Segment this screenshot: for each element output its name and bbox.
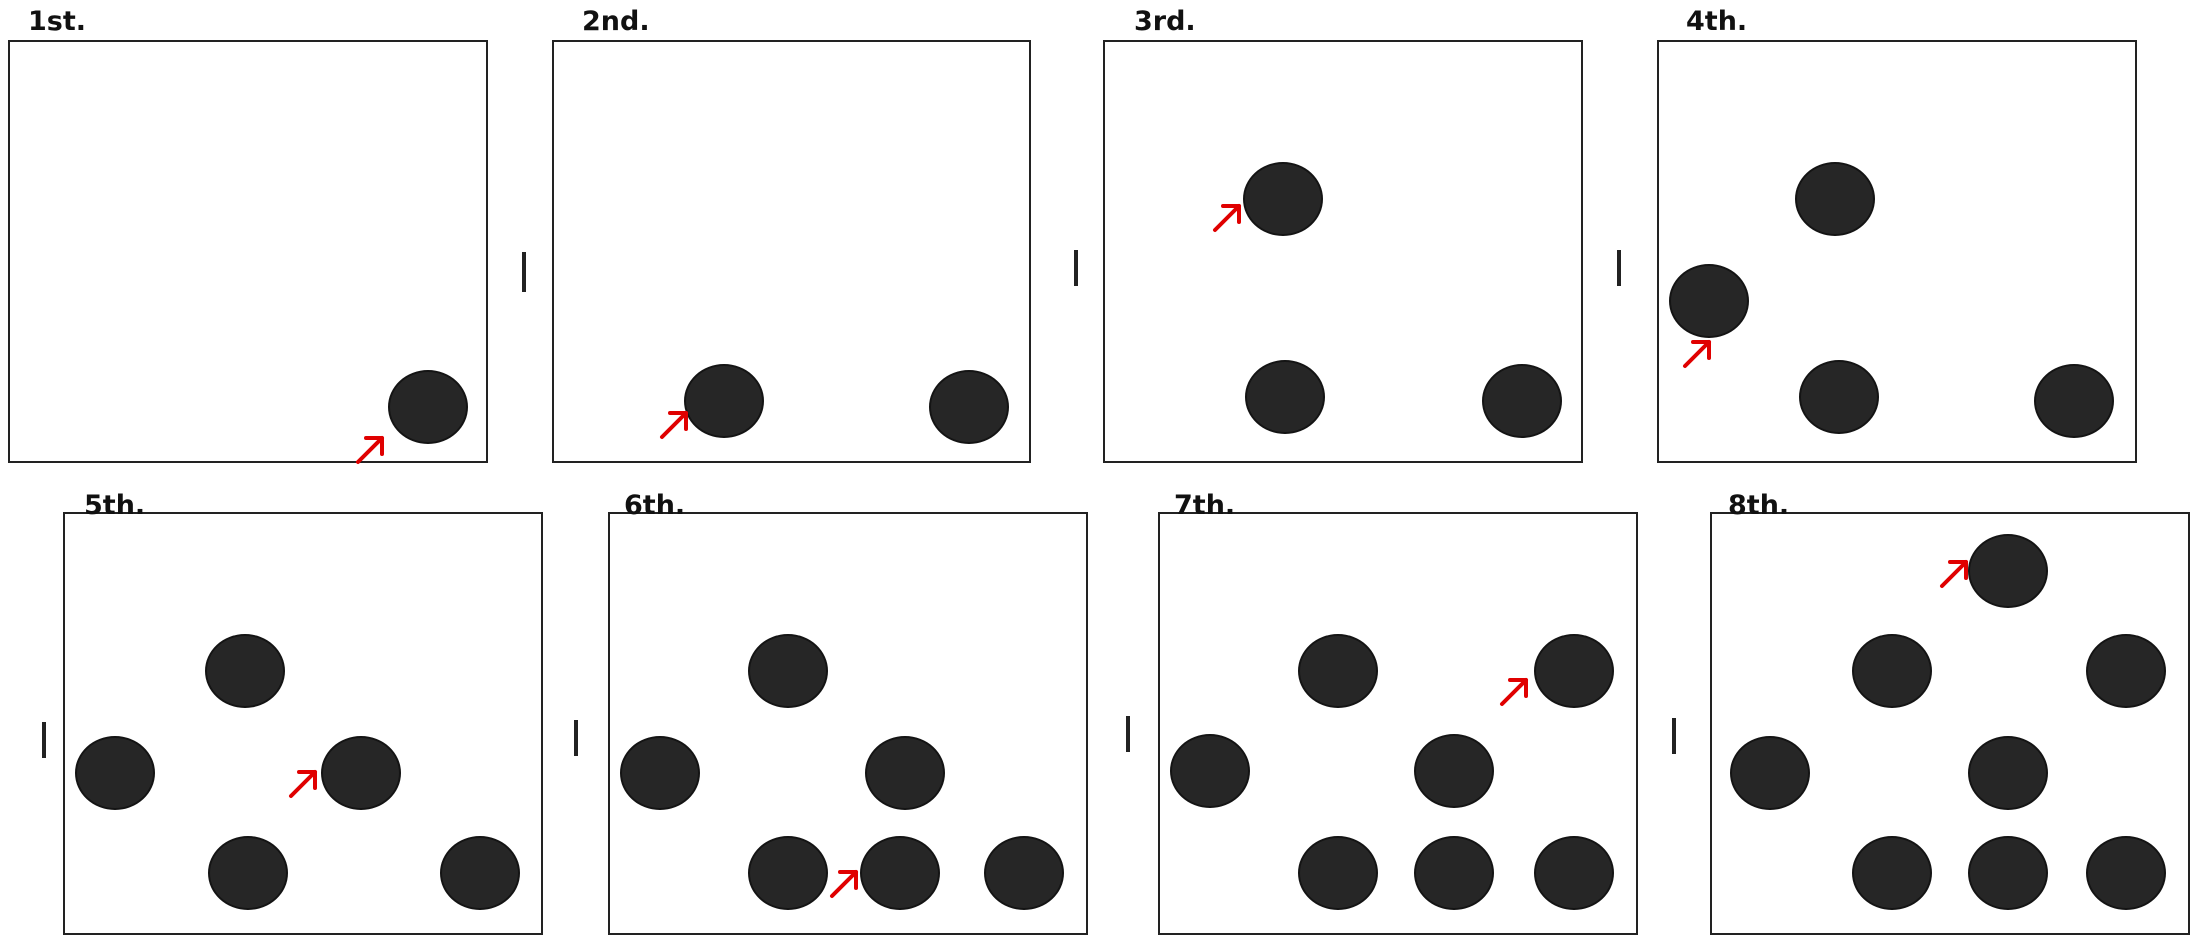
separator-1 bbox=[522, 252, 526, 292]
disc bbox=[1968, 736, 2048, 810]
disc bbox=[1534, 634, 1614, 708]
panel-label-3: 3rd. bbox=[1134, 6, 1196, 37]
disc bbox=[1534, 836, 1614, 910]
disc bbox=[1968, 836, 2048, 910]
disc bbox=[1730, 736, 1810, 810]
disc bbox=[1170, 734, 1250, 808]
separator-5 bbox=[574, 720, 578, 756]
disc bbox=[860, 836, 940, 910]
disc bbox=[984, 836, 1064, 910]
panel-4 bbox=[1657, 40, 2137, 463]
separator-2 bbox=[1074, 250, 1078, 286]
separator-3 bbox=[1617, 250, 1621, 286]
disc bbox=[1414, 734, 1494, 808]
red-arrow-icon bbox=[356, 436, 384, 464]
disc bbox=[748, 634, 828, 708]
panel-1 bbox=[8, 40, 488, 464]
panel-2 bbox=[552, 40, 1031, 463]
disc bbox=[1669, 264, 1749, 338]
panel-8 bbox=[1710, 512, 2190, 935]
disc bbox=[1414, 836, 1494, 910]
panel-label-7: 7th. bbox=[1174, 490, 1236, 521]
disc bbox=[684, 364, 764, 438]
disc bbox=[1795, 162, 1875, 236]
panel-6 bbox=[608, 512, 1088, 935]
disc bbox=[1245, 360, 1325, 434]
disc bbox=[440, 836, 520, 910]
panel-label-4: 4th. bbox=[1686, 6, 1748, 37]
red-arrow-icon bbox=[660, 411, 688, 439]
disc bbox=[208, 836, 288, 910]
disc bbox=[929, 370, 1009, 444]
disc bbox=[1482, 364, 1562, 438]
separator-6 bbox=[1126, 716, 1130, 752]
red-arrow-icon bbox=[1213, 204, 1241, 232]
disc bbox=[1852, 836, 1932, 910]
disc bbox=[1852, 634, 1932, 708]
panel-7 bbox=[1158, 512, 1638, 935]
disc bbox=[205, 634, 285, 708]
disc bbox=[865, 736, 945, 810]
red-arrow-icon bbox=[830, 870, 858, 898]
disc bbox=[321, 736, 401, 810]
panel-label-1: 1st. bbox=[28, 6, 87, 37]
panel-label-6: 6th. bbox=[624, 490, 686, 521]
panel-3 bbox=[1103, 40, 1583, 463]
red-arrow-icon bbox=[289, 770, 317, 798]
disc bbox=[748, 836, 828, 910]
separator-4 bbox=[42, 722, 46, 758]
disc bbox=[388, 370, 468, 444]
disc bbox=[620, 736, 700, 810]
panel-label-8: 8th. bbox=[1728, 490, 1790, 521]
disc bbox=[1298, 836, 1378, 910]
disc bbox=[1243, 162, 1323, 236]
disc bbox=[2086, 634, 2166, 708]
panel-label-5: 5th. bbox=[84, 490, 146, 521]
red-arrow-icon bbox=[1683, 340, 1711, 368]
disc bbox=[2034, 364, 2114, 438]
disc bbox=[1799, 360, 1879, 434]
panel-5 bbox=[63, 512, 543, 935]
disc bbox=[2086, 836, 2166, 910]
disc bbox=[1298, 634, 1378, 708]
red-arrow-icon bbox=[1500, 678, 1528, 706]
separator-7 bbox=[1672, 718, 1676, 754]
disc bbox=[1968, 534, 2048, 608]
panel-label-2: 2nd. bbox=[582, 6, 650, 37]
disc bbox=[75, 736, 155, 810]
red-arrow-icon bbox=[1940, 560, 1968, 588]
